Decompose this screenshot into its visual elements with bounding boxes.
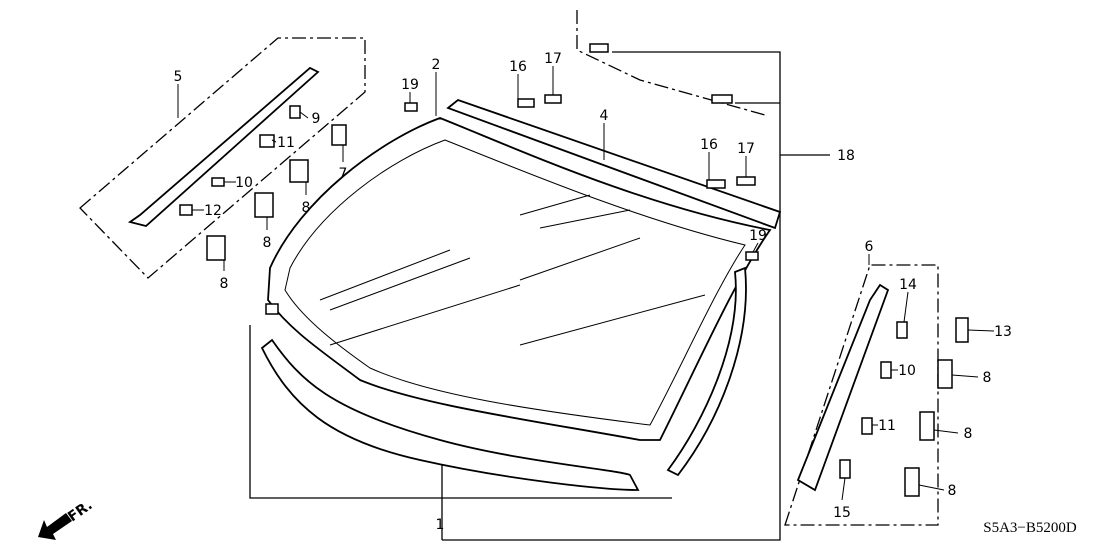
callout-8: 8 xyxy=(964,426,973,442)
leader-lines xyxy=(177,66,995,501)
diagram-code: S5A3−B5200D xyxy=(983,520,1077,536)
leader-bracket-18 xyxy=(442,51,830,541)
lower-seal xyxy=(260,338,640,491)
callout-10: 10 xyxy=(898,363,916,379)
callout-17: 17 xyxy=(544,51,562,67)
left-molding xyxy=(127,66,320,227)
windshield-inner-edge xyxy=(284,139,746,426)
callout-16: 16 xyxy=(700,137,718,153)
group-box-top-clips xyxy=(576,10,766,116)
callout-8: 8 xyxy=(302,200,311,216)
callout-8: 8 xyxy=(263,235,272,251)
right-seal xyxy=(666,266,747,477)
callout-8: 8 xyxy=(983,370,992,386)
callout-19: 19 xyxy=(749,228,767,244)
callout-12: 12 xyxy=(204,203,222,219)
callout-6: 6 xyxy=(865,239,874,255)
windshield-glass xyxy=(267,117,772,441)
front-direction-indicator: FR. xyxy=(38,497,96,540)
callout-15: 15 xyxy=(833,505,851,521)
callout-11: 11 xyxy=(277,135,295,151)
callout-1: 1 xyxy=(436,517,445,533)
right-molding xyxy=(796,283,890,492)
callout-14: 14 xyxy=(899,277,917,293)
callout-4: 4 xyxy=(600,108,609,124)
callout-2: 2 xyxy=(432,57,441,73)
glass-reflection-lines xyxy=(319,194,706,346)
clips xyxy=(179,43,969,497)
callout-9: 9 xyxy=(312,111,321,127)
group-box-left-molding xyxy=(79,37,366,279)
callout-16: 16 xyxy=(509,59,527,75)
leader-bracket-1 xyxy=(249,325,672,540)
callout-13: 13 xyxy=(994,324,1012,340)
callout-5: 5 xyxy=(174,69,183,85)
callout-8: 8 xyxy=(948,483,957,499)
callout-8: 8 xyxy=(220,276,229,292)
callout-18: 18 xyxy=(837,148,855,164)
top-molding xyxy=(446,98,782,230)
callout-10: 10 xyxy=(235,175,253,191)
callout-19: 19 xyxy=(401,77,419,93)
callout-7: 7 xyxy=(339,166,348,182)
front-arrow-icon xyxy=(38,513,72,540)
callout-11: 11 xyxy=(878,418,896,434)
callout-17: 17 xyxy=(737,141,755,157)
group-box-right-molding xyxy=(784,264,939,526)
